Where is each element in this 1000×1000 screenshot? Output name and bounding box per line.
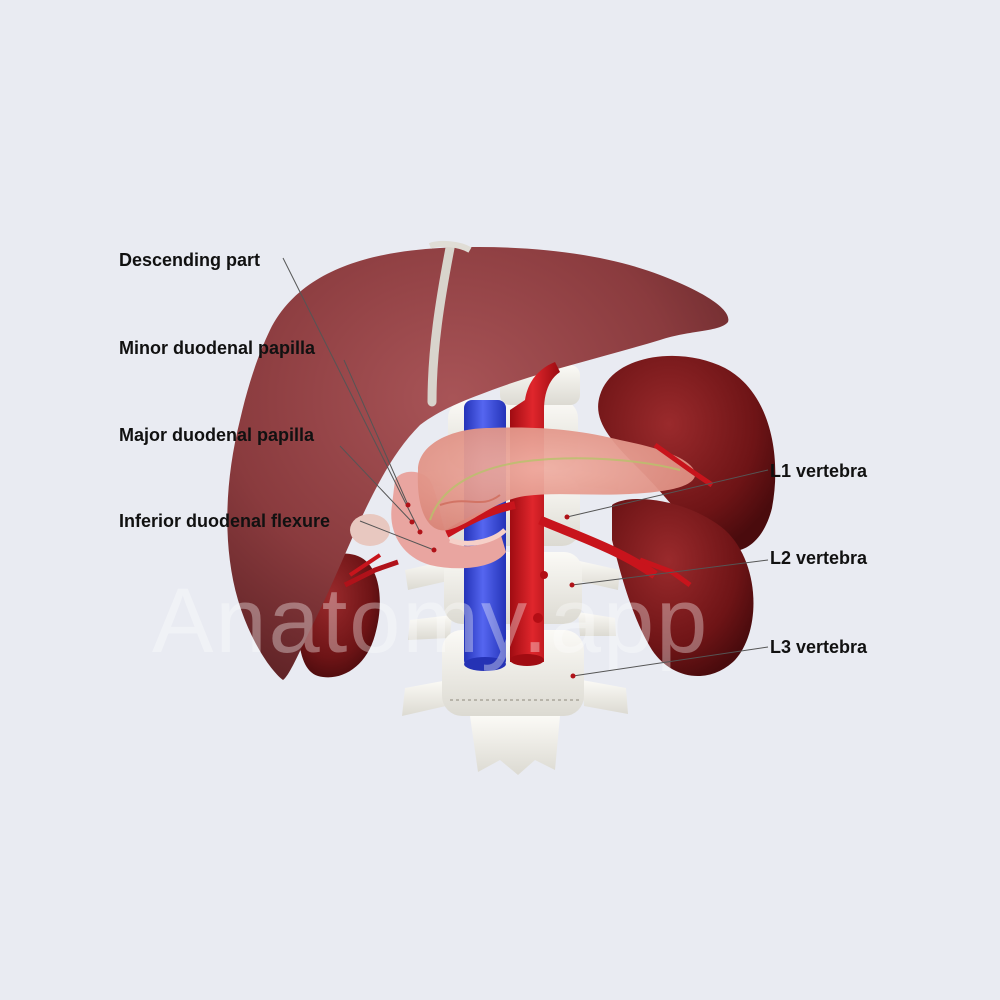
anchor-dot-l3 xyxy=(570,673,576,679)
leader-line-minor-papilla xyxy=(343,359,409,506)
label-l2-vertebra: L2 vertebra xyxy=(770,548,868,568)
watermark: Anatomy.app xyxy=(152,570,709,672)
anchor-dot-major-papilla xyxy=(409,519,415,525)
anchor-dot-l2 xyxy=(569,582,575,588)
label-inferior-duodenal-flexure: Inferior duodenal flexure xyxy=(119,511,331,531)
leader-line-l1 xyxy=(566,469,769,518)
leader-line-l2 xyxy=(571,559,769,586)
gallbladder xyxy=(350,514,390,546)
label-major-duodenal-papilla: Major duodenal papilla xyxy=(119,425,315,445)
label-minor-duodenal-papilla: Minor duodenal papilla xyxy=(119,338,316,358)
leader-line-inferior-flexure xyxy=(359,520,435,551)
leader-line-major-papilla xyxy=(339,445,413,523)
label-l1-vertebra: L1 vertebra xyxy=(770,461,868,481)
liver xyxy=(227,240,729,680)
leader-line-l3 xyxy=(572,646,769,677)
anchor-dot-minor-papilla xyxy=(405,502,411,508)
label-descending-part: Descending part xyxy=(119,250,261,270)
pancreas xyxy=(417,427,696,531)
anchor-dot-l1 xyxy=(564,514,570,520)
leader-line-descending-part xyxy=(282,257,421,533)
left-kidney xyxy=(598,355,776,677)
anchor-dot-inferior-flexure xyxy=(431,547,437,553)
anchor-dots xyxy=(405,502,576,679)
label-l3-vertebra: L3 vertebra xyxy=(770,637,868,657)
anchor-dot-descending-part xyxy=(417,529,423,535)
leader-lines xyxy=(282,257,769,677)
